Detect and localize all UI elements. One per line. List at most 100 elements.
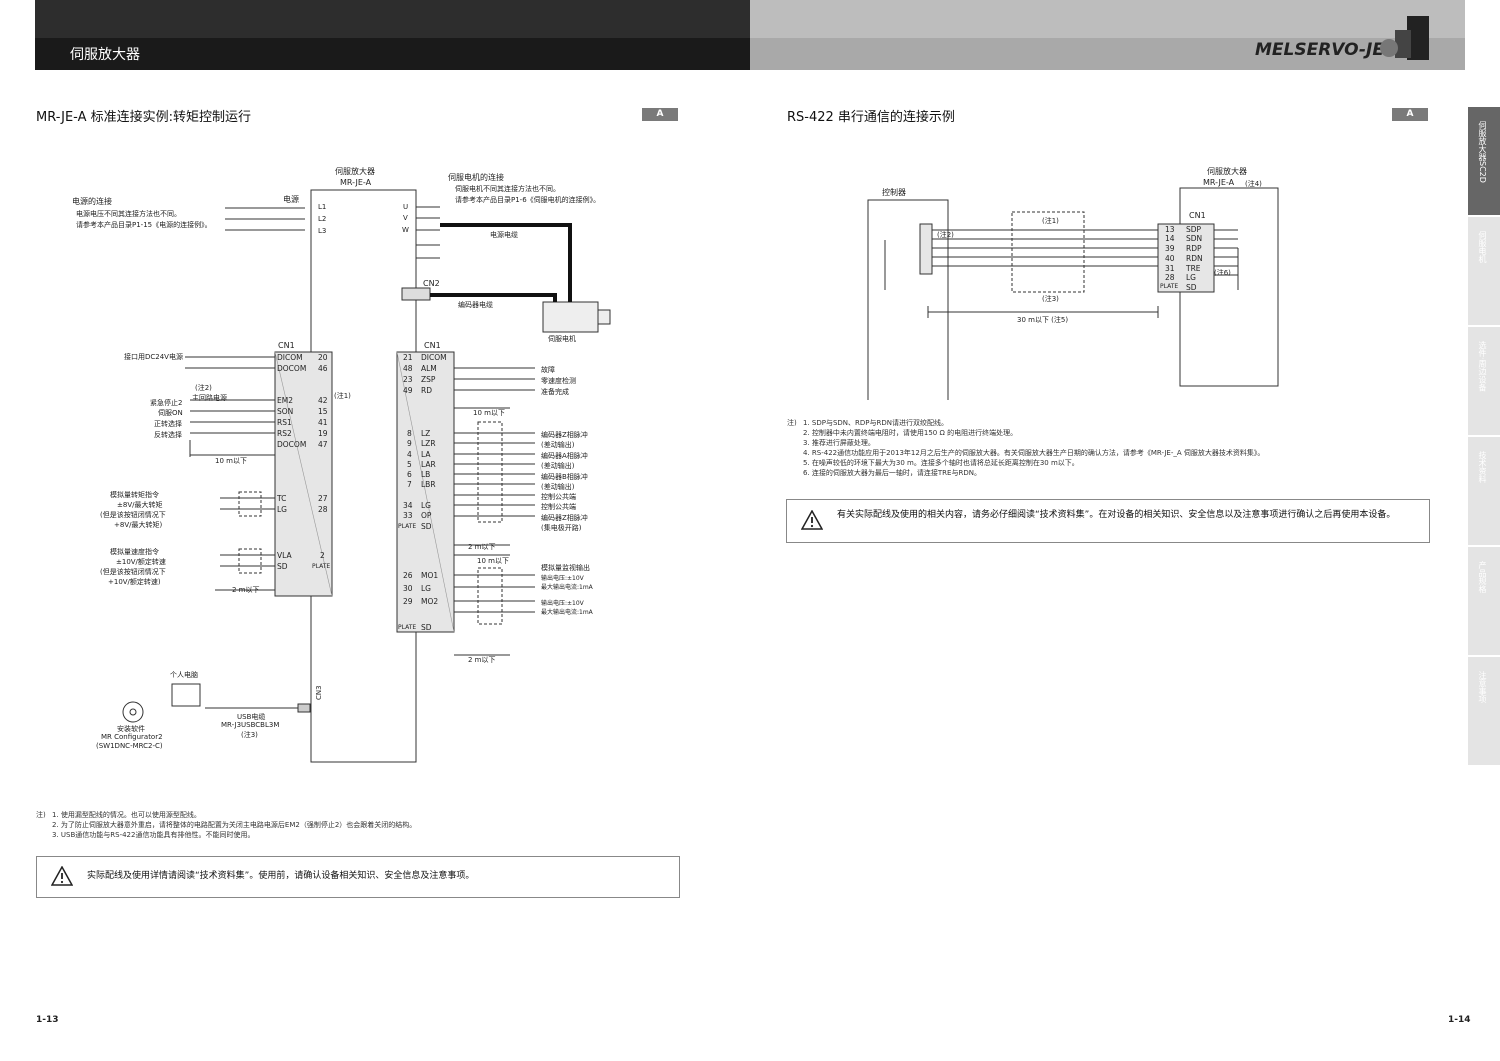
- left-note-2: 2. 为了防止伺服放大器意外重启，请将整体的电路配置为关闭主电路电源后EM2（强…: [52, 821, 417, 829]
- left-note-3: 3. USB通信功能与RS-422通信功能具有排他性。不能同时使用。: [52, 831, 255, 839]
- right-amp-label-2: MR-JE-A: [1203, 178, 1235, 187]
- input-rs1: 正转选择: [154, 420, 182, 428]
- right-warning-text: 有关实际配线及使用的相关内容，请务必仔细阅读“技术资料集”。在对设备的相关知识、…: [837, 510, 1396, 520]
- power-title: 电源的连接: [72, 197, 112, 206]
- torque-cmd-2: (但是该按钮闭情况下: [100, 511, 166, 519]
- rpin3-no-2: 29: [403, 597, 413, 606]
- analog-mon-3: 输出电压:±10V: [541, 600, 584, 607]
- lpin-name-0: DICOM: [277, 353, 303, 362]
- input-rs2: 反转选择: [154, 431, 182, 439]
- rpin-no-3: 49: [403, 386, 413, 395]
- rpin3-name-0: MO1: [421, 571, 439, 580]
- rs-pin-name-4: TRE: [1186, 264, 1201, 273]
- rs-pin-name-2: RDP: [1186, 244, 1202, 253]
- dist-2m-a: 2 m以下: [232, 586, 260, 594]
- power-label: 电源: [283, 195, 299, 204]
- sidebar-tab-spec[interactable]: 产品规格: [1468, 547, 1500, 657]
- right-note-3: 3. 推荐进行屏蔽处理。: [803, 439, 875, 447]
- lpin-no-2: 42: [318, 396, 328, 405]
- right-note-5: 5. 在噪声较低的环境下最大为30 m。连接多个轴时也请将总延长距离控制在30 …: [803, 459, 1079, 467]
- pin-l1: L1: [318, 203, 327, 211]
- right-section-title: RS-422 串行通信的连接示例: [787, 110, 955, 125]
- note1-label: (注1): [334, 392, 351, 400]
- output-alm: 故障: [541, 366, 555, 374]
- lpin3-no-1: PLATE: [312, 563, 331, 570]
- analog-mon-2: 最大输出电流:1mA: [541, 584, 593, 591]
- lpin-name-3: SON: [277, 407, 294, 416]
- output-rd: 准备完成: [541, 388, 569, 396]
- enc-out-6: 控制公共端: [541, 493, 576, 501]
- servo-motor-label: 伺服电机: [548, 335, 576, 343]
- motor-conn-title: 伺服电机的连接: [448, 173, 504, 182]
- encoder-cable-label: 编码器电缆: [458, 301, 493, 309]
- rs-pin-no-3: 40: [1165, 254, 1175, 263]
- rpin2-name-8: SD: [421, 522, 432, 531]
- analog-mon-4: 最大输出电流:1mA: [541, 609, 593, 616]
- sidebar-tab-options[interactable]: 选件·周边设备: [1468, 327, 1500, 437]
- left-badge: A: [642, 108, 678, 121]
- lpin-no-0: 20: [318, 353, 328, 362]
- rs-pin-no-0: 13: [1165, 225, 1175, 234]
- lpin-no-4: 41: [318, 418, 328, 427]
- product-image: [1375, 12, 1435, 62]
- rpin2-name-1: LZR: [421, 439, 436, 448]
- lpin-name-2: EM2: [277, 396, 293, 405]
- enc-out-1: (差动输出): [541, 441, 575, 449]
- rpin2-name-0: LZ: [421, 429, 431, 438]
- rpin2-no-7: 33: [403, 511, 413, 520]
- right-warning-box: 有关实际配线及使用的相关内容，请务必仔细阅读“技术资料集”。在对设备的相关知识、…: [786, 499, 1430, 543]
- rpin3-no-0: 26: [403, 571, 413, 580]
- speed-limit-2: (但是该按钮闭情况下: [100, 568, 166, 576]
- rs-pin-no-6: PLATE: [1160, 283, 1179, 290]
- rpin2-name-4: LB: [421, 470, 431, 479]
- pc-label: 个人电脑: [170, 671, 198, 679]
- lpin-no-6: 47: [318, 440, 328, 449]
- rs-pin-name-1: SDN: [1186, 234, 1203, 243]
- rs-note-3: (注3): [1042, 295, 1059, 303]
- rpin2-no-1: 9: [407, 439, 412, 448]
- rpin3-name-3: SD: [421, 623, 432, 632]
- page-number-right: 1-14: [1448, 1015, 1471, 1025]
- power-note-2: 请参考本产品目录P1-15《电源的连接例》。: [76, 221, 212, 229]
- lpin2-no-0: 27: [318, 494, 328, 503]
- lpin3-name-1: SD: [277, 562, 288, 571]
- rpin3-no-3: PLATE: [398, 624, 417, 631]
- cn1-left-label: CN1: [278, 341, 295, 350]
- left-warning-text: 实际配线及使用详情请阅读“技术资料集”。使用前，请确认设备相关知识、安全信息及注…: [87, 871, 475, 881]
- motor-cable-label: 电源电缆: [490, 231, 518, 239]
- lpin-name-1: DOCOM: [277, 364, 307, 373]
- rpin-name-0: DICOM: [421, 353, 447, 362]
- cn3-label: CN3: [315, 685, 323, 700]
- rs422-diagram: [867, 187, 1279, 400]
- motor-conn-note-1: 伺服电机不同其连接方法也不同。: [455, 185, 560, 193]
- power-note-1: 电源电压不同其连接方法也不同。: [76, 210, 181, 218]
- amp-label-1: 伺服放大器: [335, 167, 375, 176]
- pin-l2: L2: [318, 215, 327, 223]
- rs-pin-no-2: 39: [1165, 244, 1175, 253]
- left-note-1: 1. 使用漏型配线的情况。也可以使用源型配线。: [52, 811, 201, 819]
- lpin2-no-1: 28: [318, 505, 328, 514]
- dist-10m-a: 10 m以下: [215, 457, 247, 465]
- pin-v: V: [403, 214, 408, 222]
- rpin-no-0: 21: [403, 353, 413, 362]
- rs-distance: 30 m以下 (注5): [1017, 316, 1069, 324]
- right-amp-label-1: 伺服放大器: [1207, 167, 1247, 176]
- main-circuit-label: 主回路电源: [192, 394, 227, 402]
- rpin2-name-7: OP: [421, 511, 432, 520]
- lpin2-name-0: TC: [277, 494, 287, 503]
- rs-pin-no-5: 28: [1165, 273, 1175, 282]
- rpin-no-1: 48: [403, 364, 413, 373]
- torque-cmd-0: 模拟量转矩指令: [110, 491, 159, 499]
- left-notes-label: 注): [36, 811, 46, 819]
- sidebar-tab-amplifier[interactable]: 伺服放大器SC2D: [1468, 107, 1500, 217]
- rpin2-name-2: LA: [421, 450, 431, 459]
- sidebar-tab-caution[interactable]: 注意事项: [1468, 657, 1500, 767]
- sidebar-tab-tech[interactable]: 技术资料: [1468, 437, 1500, 547]
- dist-10m-c: 10 m以下: [477, 557, 509, 565]
- right-note-6: 6. 连接的伺服放大器为最后一轴时，请连接TRE与RDN。: [803, 469, 981, 477]
- right-note-1: 1. SDP与SDN、RDP与RDN请进行双绞配线。: [803, 419, 948, 427]
- software-2: (SW1DNC-MRC2-C): [96, 742, 163, 750]
- sidebar-tab-motor[interactable]: 伺服电机: [1468, 217, 1500, 327]
- rs-pin-no-4: 31: [1165, 264, 1175, 273]
- rpin2-no-8: PLATE: [398, 523, 417, 530]
